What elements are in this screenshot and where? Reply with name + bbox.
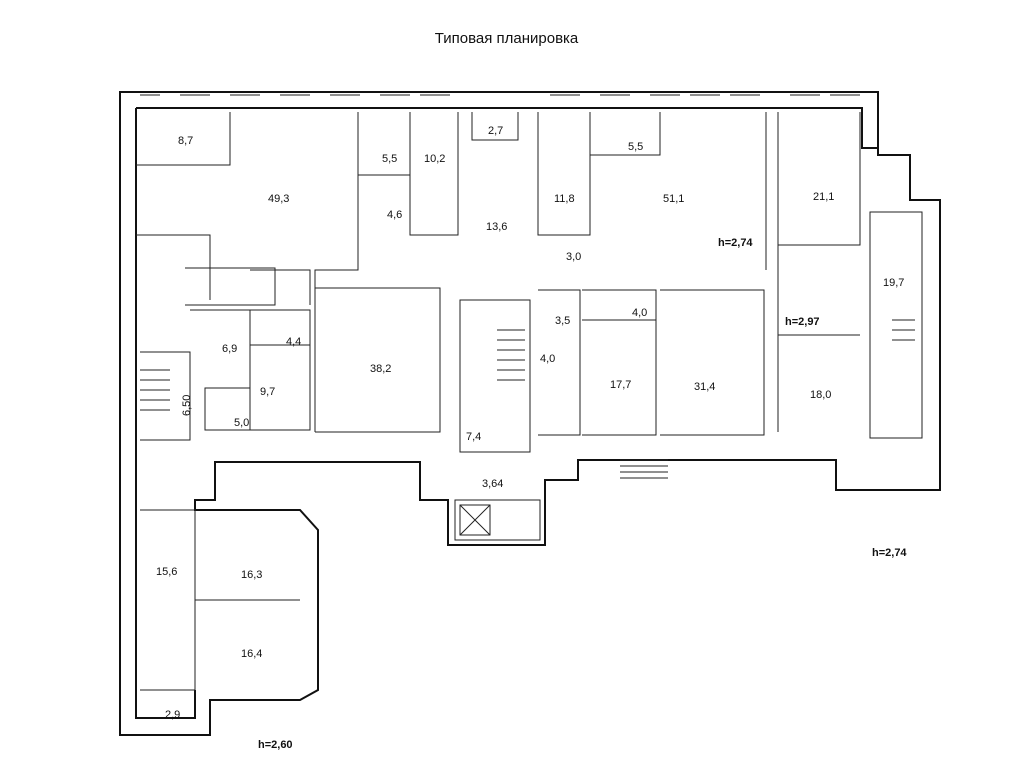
room-label: 4,0: [632, 307, 647, 319]
room-label: 2,9: [165, 709, 180, 721]
room-label: 2,7: [488, 125, 503, 137]
room-label: 5,5: [628, 141, 643, 153]
room-label: 3,64: [482, 478, 503, 490]
interior-walls: [136, 112, 923, 691]
room-label: 38,2: [370, 363, 391, 375]
room-label: 16,3: [241, 569, 262, 581]
room-label: 6,9: [222, 343, 237, 355]
height-label: h=2,74: [872, 547, 907, 559]
outer-walls: [119, 91, 941, 736]
room-label: 49,3: [268, 193, 289, 205]
room-label: 3,5: [555, 315, 570, 327]
room-label: 3,0: [566, 251, 581, 263]
height-label: h=2,74: [718, 237, 753, 249]
height-labels: h=2,74 h=2,74 h=2,60: [258, 237, 907, 751]
room-label: 13,6: [486, 221, 507, 233]
room-label: 31,4: [694, 381, 715, 393]
room-label: 16,4: [241, 648, 262, 660]
room-label: h=2,97: [785, 316, 820, 328]
room-label: 8,7: [178, 135, 193, 147]
room-label: 15,6: [156, 566, 177, 578]
room-label: 19,7: [883, 277, 904, 289]
height-label: h=2,60: [258, 739, 293, 751]
room-label: 7,4: [466, 431, 481, 443]
room-label: 10,2: [424, 153, 445, 165]
room-label: 9,7: [260, 386, 275, 398]
room-label: 18,0: [810, 389, 831, 401]
room-label: 5,5: [382, 153, 397, 165]
room-labels: 8,7 49,3 5,5 10,2 4,6 2,7 13,6 11,8 5,5 …: [156, 125, 904, 721]
room-label: 4,0: [540, 353, 555, 365]
room-label: 4,4: [286, 336, 301, 348]
room-label: 51,1: [663, 193, 684, 205]
room-label: 11,8: [554, 193, 575, 205]
room-label: 17,7: [610, 379, 631, 391]
plan-title: Типовая планировка: [434, 30, 579, 47]
room-label: 6,50: [181, 395, 193, 416]
room-label: 21,1: [813, 191, 834, 203]
room-label: 4,6: [387, 209, 402, 221]
room-label: 5,0: [234, 417, 249, 429]
